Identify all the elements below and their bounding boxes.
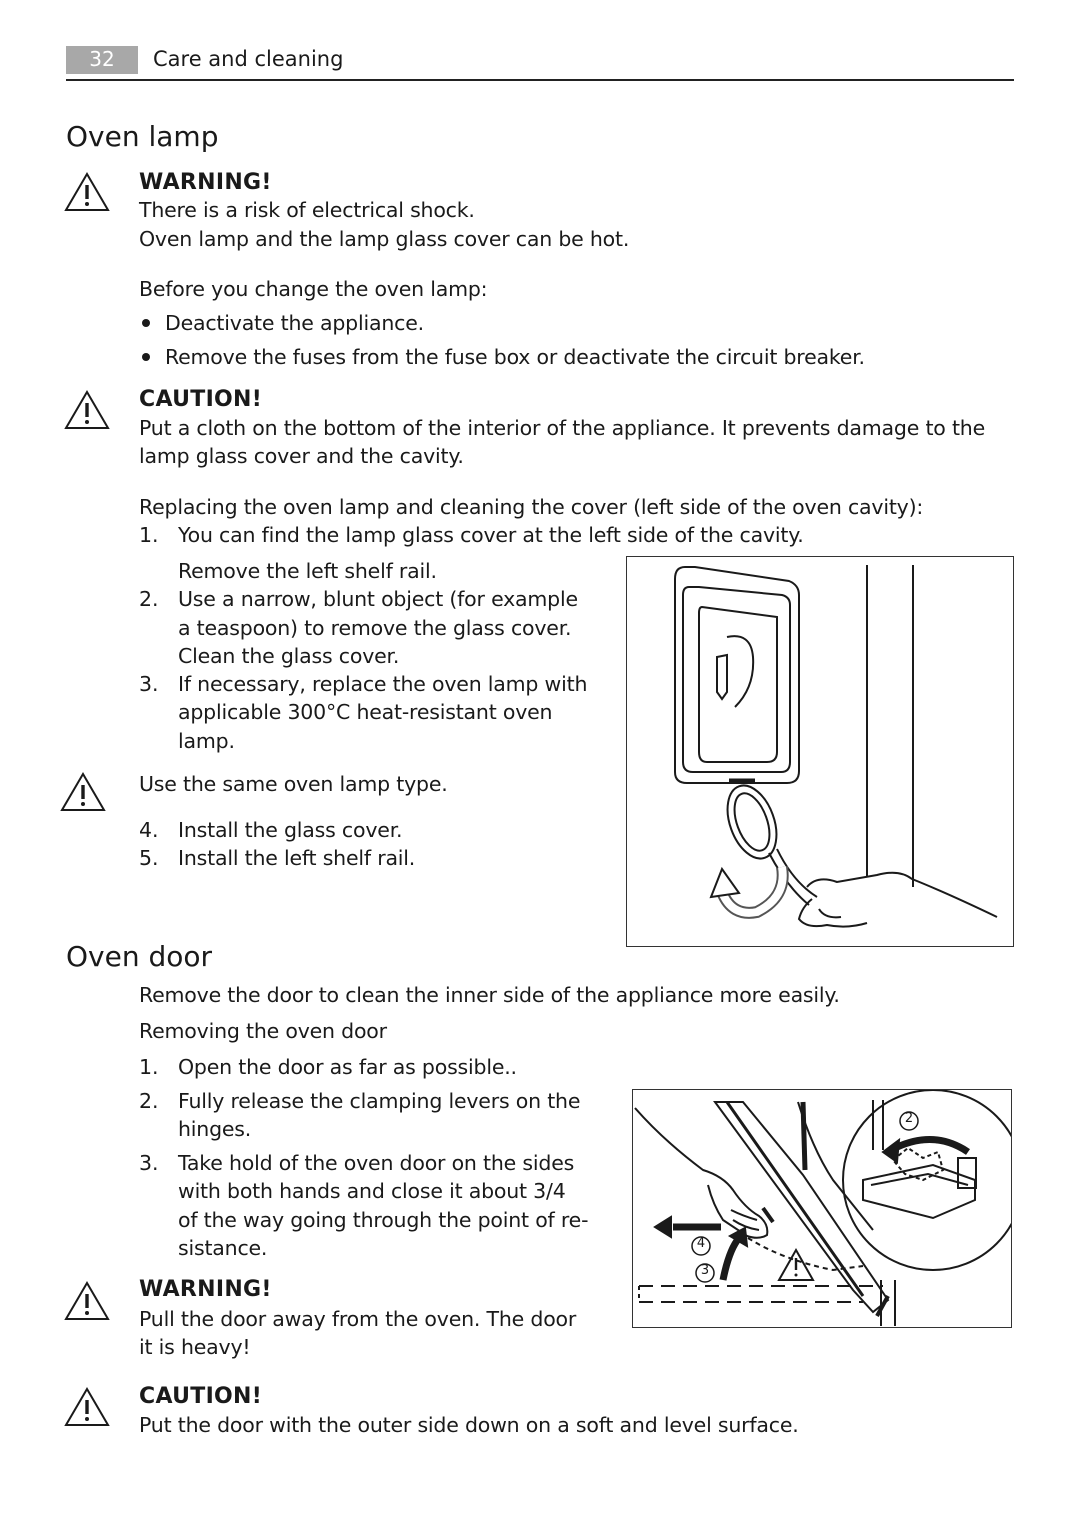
lamp-cover-illustration [626, 556, 1014, 947]
bullet [142, 353, 150, 361]
caution-label: CAUTION! [139, 1384, 263, 1409]
step-number: 2. [139, 1089, 159, 1113]
bullet [142, 319, 150, 327]
warning-text: Pull the door away from the oven. The do… [139, 1307, 577, 1331]
step-text: Take hold of the oven door on the sides [178, 1151, 575, 1175]
step-text: Install the left shelf rail. [178, 846, 416, 870]
figure-marker: 2 [904, 1111, 914, 1126]
step-number: 3. [139, 672, 159, 696]
warning-label: WARNING! [139, 170, 272, 195]
step-text: a teaspoon) to remove the glass cover. [178, 616, 572, 640]
section-title: Care and cleaning [153, 47, 344, 71]
step-number: 1. [139, 1055, 159, 1079]
before-heading: Before you change the oven lamp: [139, 277, 488, 301]
caution-text: lamp glass cover and the cavity. [139, 444, 464, 468]
header-rule [66, 79, 1014, 81]
step-text: with both hands and close it about 3/4 [178, 1179, 566, 1203]
warning-icon [64, 1281, 110, 1320]
lamp-type-note: Use the same oven lamp type. [139, 772, 448, 796]
warning-text: it is heavy! [139, 1335, 251, 1359]
step-text: If necessary, replace the oven lamp with [178, 672, 588, 696]
step-text: sistance. [178, 1236, 268, 1260]
warning-icon [60, 772, 106, 811]
step-number: 4. [139, 818, 159, 842]
step-text: You can find the lamp glass cover at the… [178, 523, 804, 547]
step-text: Use a narrow, blunt object (for example [178, 587, 578, 611]
step-text: of the way going through the point of re… [178, 1208, 589, 1232]
list-item: Remove the fuses from the fuse box or de… [165, 345, 865, 369]
step-number: 5. [139, 846, 159, 870]
step-text: Install the glass cover. [178, 818, 403, 842]
step-text: lamp. [178, 729, 235, 753]
step-text: hinges. [178, 1117, 252, 1141]
step-text: Remove the left shelf rail. [178, 559, 437, 583]
caution-icon [64, 390, 110, 429]
warning-text: There is a risk of electrical shock. [139, 198, 475, 222]
step-number: 3. [139, 1151, 159, 1175]
caution-label: CAUTION! [139, 387, 263, 412]
caution-text: Put a cloth on the bottom of the interio… [139, 416, 985, 440]
page-number-tab [66, 46, 138, 74]
warning-icon [64, 172, 110, 211]
page-number: 32 [89, 47, 115, 71]
warning-text: Oven lamp and the lamp glass cover can b… [139, 227, 630, 251]
caution-text: Put the door with the outer side down on… [139, 1413, 799, 1437]
figure-marker: 3 [700, 1263, 710, 1278]
figure-marker: 4 [696, 1236, 706, 1251]
step-text: Open the door as far as possible.. [178, 1055, 517, 1079]
oven-lamp-heading: Oven lamp [66, 120, 219, 153]
step-text: Fully release the clamping levers on the [178, 1089, 581, 1113]
caution-icon [64, 1387, 110, 1426]
door-removal-illustration: 2 4 3 [632, 1089, 1024, 1328]
list-item: Deactivate the appliance. [165, 311, 424, 335]
step-text: applicable 300°C heat-resistant oven [178, 700, 553, 724]
removing-heading: Removing the oven door [139, 1019, 387, 1043]
step-text: Clean the glass cover. [178, 644, 400, 668]
oven-door-heading: Oven door [66, 940, 213, 973]
replacing-intro: Replacing the oven lamp and cleaning the… [139, 495, 924, 519]
step-number: 1. [139, 523, 159, 547]
warning-label: WARNING! [139, 1277, 272, 1302]
step-number: 2. [139, 587, 159, 611]
oven-door-intro: Remove the door to clean the inner side … [139, 983, 840, 1007]
